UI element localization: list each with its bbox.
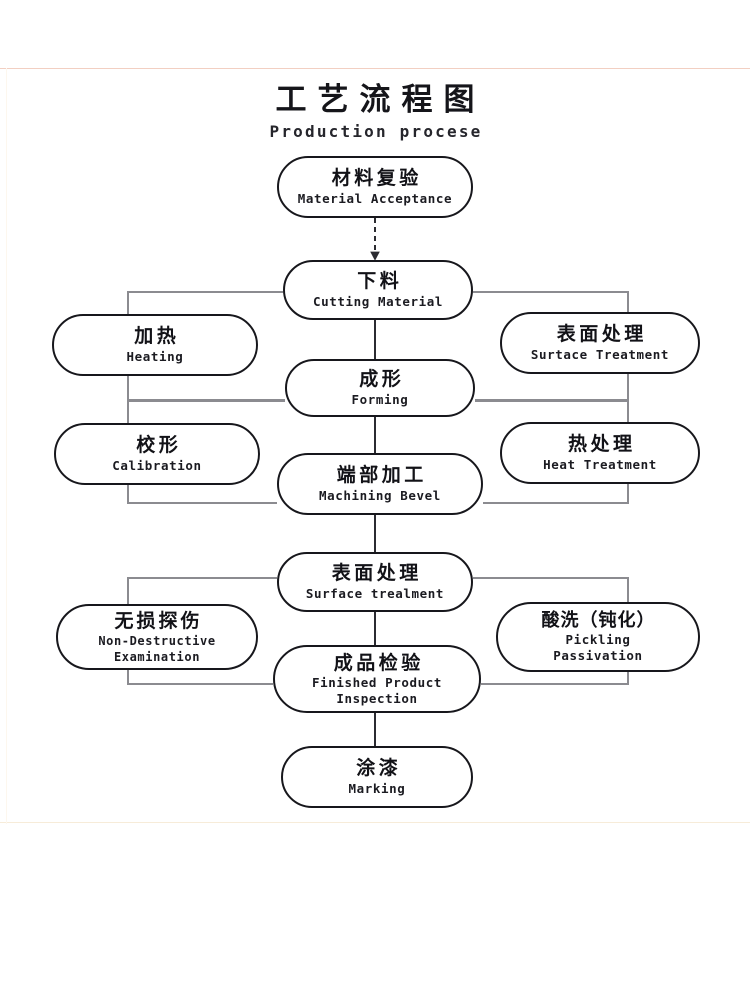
node-label-cn: 加热 [134,325,180,348]
node-cutting-material[interactable]: 下料 Cutting Material [283,260,473,320]
node-label-cn: 无损探伤 [114,610,203,633]
node-marking[interactable]: 涂漆 Marking [281,746,473,808]
node-label-en-line2: Passivation [553,647,643,663]
node-surface-treatment-center[interactable]: 表面处理 Surface trealment [277,552,473,612]
node-label-cn: 成品检验 [333,651,424,674]
node-material-acceptance[interactable]: 材料复验 Material Acceptance [277,156,473,218]
node-label-cn: 表面处理 [331,562,422,585]
node-pickling-passivation[interactable]: 酸洗（钝化） Pickling Passivation [496,602,700,672]
node-label-en: Surface trealment [305,586,445,602]
node-label-en: Cutting Material [312,294,443,310]
node-label-en: Forming [351,392,409,408]
node-label-cn: 涂漆 [356,757,402,780]
page-rule-bottom [0,822,750,823]
node-label-en: Machining Bevel [319,488,441,504]
page-title-en: Production procese [269,121,483,141]
node-label-en: Material Acceptance [297,191,453,207]
node-surface-treatment-right[interactable]: 表面处理 Surtace Treatment [500,312,700,374]
page-rule-top [0,68,750,69]
node-label-en: Marking [348,781,406,797]
node-label-cn: 成形 [359,368,405,391]
node-label-en-line1: Finished Product [311,674,442,690]
node-heat-treatment[interactable]: 热处理 Heat Treatment [500,422,700,484]
node-label-cn: 下料 [357,270,403,293]
node-non-destructive-examination[interactable]: 无损探伤 Non-Destructive Examination [56,604,258,670]
node-label-cn: 表面处理 [556,323,647,346]
node-label-cn: 热处理 [567,433,636,456]
node-label-cn: 校形 [136,434,182,457]
node-label-cn: 酸洗（钝化） [541,610,656,632]
node-label-en-line2: Inspection [336,690,418,706]
node-label-en: Surtace Treatment [530,347,670,363]
node-label-cn: 端部加工 [336,464,427,487]
node-label-en: Heat Treatment [543,457,657,473]
title-block: 工艺流程图 Production procese [0,84,750,141]
node-label-en-line1: Pickling [565,632,631,648]
page-title-cn: 工艺流程图 [275,82,486,118]
node-label-en-line1: Non-Destructive [98,634,216,649]
node-machining-bevel[interactable]: 端部加工 Machining Bevel [277,453,483,515]
node-label-en-line2: Examination [113,649,201,664]
node-finished-product-inspection[interactable]: 成品检验 Finished Product Inspection [273,645,481,713]
node-calibration[interactable]: 校形 Calibration [54,423,260,485]
node-label-en: Heating [126,349,184,365]
node-heating[interactable]: 加热 Heating [52,314,258,376]
node-label-cn: 材料复验 [331,167,422,190]
page-rule-left [6,68,7,824]
node-forming[interactable]: 成形 Forming [285,359,475,417]
node-label-en: Calibration [112,458,202,474]
